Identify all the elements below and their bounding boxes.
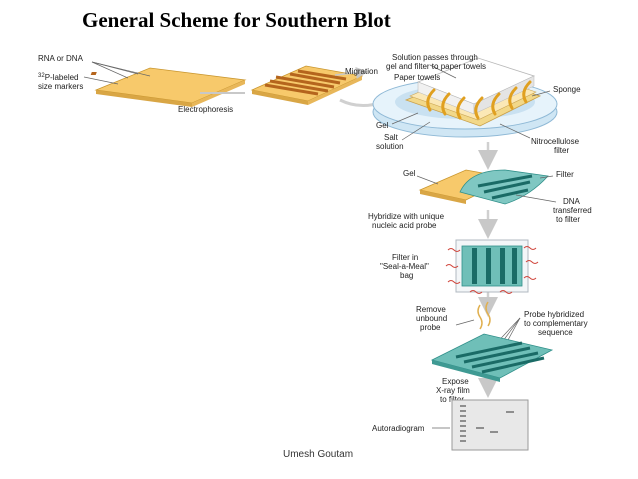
label-nitro-filter: filter	[554, 146, 569, 155]
label-to-filter: to filter	[556, 215, 580, 224]
hybridized-filter	[430, 333, 554, 382]
sample-gel	[90, 67, 247, 107]
label-migration: Migration	[345, 67, 378, 76]
author-footer: Umesh Goutam	[283, 449, 354, 460]
label-remove: Remove	[416, 305, 446, 314]
seal-a-meal-bag	[445, 239, 539, 294]
label-solution-2: gel and filter to paper towels	[386, 62, 486, 71]
label-expose: Expose	[442, 377, 469, 386]
label-salt: Salt	[384, 133, 399, 142]
label-sponge: Sponge	[553, 85, 581, 94]
label-paper-towels: Paper towels	[394, 73, 440, 82]
label-size-markers: size markers	[38, 82, 83, 91]
migration-arrow	[334, 66, 368, 79]
label-transferred: transferred	[553, 206, 592, 215]
label-gel: Gel	[376, 121, 389, 130]
filter-pointer-lines	[416, 175, 557, 203]
gel-filter-transfer	[418, 169, 549, 205]
label-rna-or-dna: RNA or DNA	[38, 54, 84, 63]
label-solution-1: Solution passes through	[392, 53, 478, 62]
label-xray-film: X-ray film	[436, 386, 470, 395]
label-gel-2: Gel	[403, 169, 416, 178]
autoradiogram	[451, 399, 529, 451]
transfer-pointer-lines	[391, 64, 551, 141]
sample-pointer-lines	[83, 61, 151, 85]
label-electrophoresis: Electrophoresis	[178, 105, 233, 114]
label-solution: solution	[376, 142, 404, 151]
label-unbound: unbound	[416, 314, 447, 323]
transfer-apparatus	[372, 57, 558, 138]
label-hybridize-1: Hybridize with unique	[368, 212, 445, 221]
label-nitrocellulose: Nitrocellulose	[531, 137, 580, 146]
label-bag: bag	[400, 271, 413, 280]
label-probe: probe	[420, 323, 441, 332]
page-title: General Scheme for Southern Blot	[82, 8, 391, 32]
label-probe-hybridized: Probe hybridized	[524, 310, 584, 319]
label-p-labeled: 32P-labeled	[38, 73, 79, 82]
label-sequence: sequence	[538, 328, 573, 337]
probe-squiggles	[477, 301, 491, 330]
label-filter-in: Filter in	[392, 253, 418, 262]
label-dna: DNA	[563, 197, 581, 206]
electrophoresis-gel	[250, 65, 364, 105]
label-seal-a-meal: "Seal-a-Meal"	[380, 262, 429, 271]
label-filter: Filter	[556, 170, 574, 179]
label-complementary: to complementary	[524, 319, 588, 328]
label-autoradiogram: Autoradiogram	[372, 424, 425, 433]
label-hybridize-2: nucleic acid probe	[372, 221, 437, 230]
